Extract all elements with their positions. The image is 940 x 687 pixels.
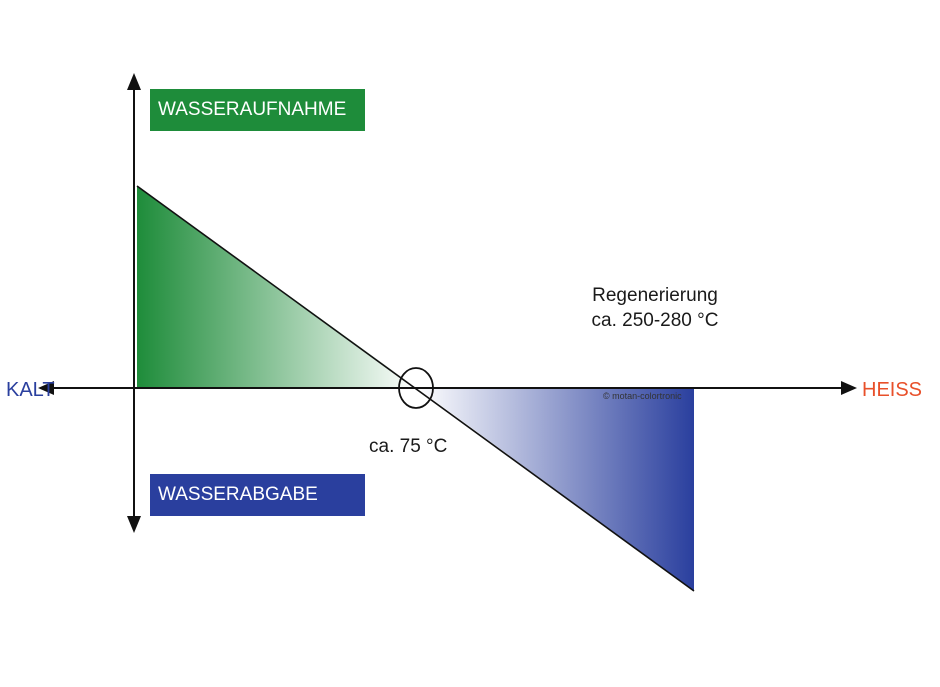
water-uptake-label: WASSERAUFNAHME bbox=[150, 89, 365, 131]
axis-arrow-down-icon bbox=[127, 516, 141, 533]
axis-arrow-up-icon bbox=[127, 73, 141, 90]
water-release-label: WASSERABGABE bbox=[150, 474, 365, 516]
regeneration-temperature: ca. 250-280 °C bbox=[591, 310, 719, 331]
cold-label: KALT bbox=[6, 379, 55, 401]
copyright-credit: © motan-colortronic bbox=[603, 391, 682, 401]
regeneration-title: Regenerierung bbox=[592, 285, 718, 306]
axis-arrow-left-icon bbox=[38, 381, 54, 395]
crossover-circle-marker-icon bbox=[398, 367, 434, 409]
crossover-temperature-label: ca. 75 °C bbox=[369, 436, 448, 457]
regeneration-annotation: Regenerierung ca. 250-280 °C bbox=[560, 283, 750, 333]
hot-label: HEISS bbox=[862, 379, 923, 401]
axis-arrow-right-icon bbox=[841, 381, 857, 395]
